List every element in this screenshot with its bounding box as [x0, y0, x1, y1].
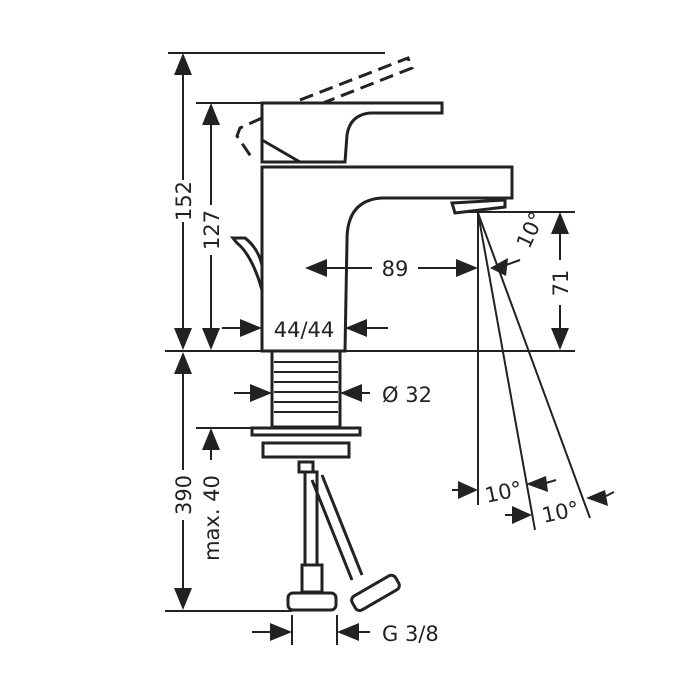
dimension-lines [174, 53, 615, 641]
extension-lines [165, 52, 575, 645]
dim-spray-angle-1: 10° [483, 477, 524, 508]
dim-max-thickness: max. 40 [200, 475, 224, 561]
dim-body-size: 44/44 [274, 318, 335, 342]
dim-total-height: 152 [172, 181, 196, 221]
dim-lever-height: 127 [200, 210, 224, 250]
dim-spray-angle-2: 10° [540, 497, 581, 528]
dim-shank-diameter: Ø 32 [382, 383, 432, 407]
dim-spout-reach: 89 [382, 257, 409, 281]
faucet-outline [229, 56, 514, 612]
dim-hose-length: 390 [172, 475, 196, 515]
dim-spout-angle: 10° [512, 208, 549, 252]
dim-connection-thread: G 3/8 [382, 622, 439, 646]
dim-outlet-height: 71 [549, 270, 573, 297]
spray-angle-lines [477, 212, 591, 531]
